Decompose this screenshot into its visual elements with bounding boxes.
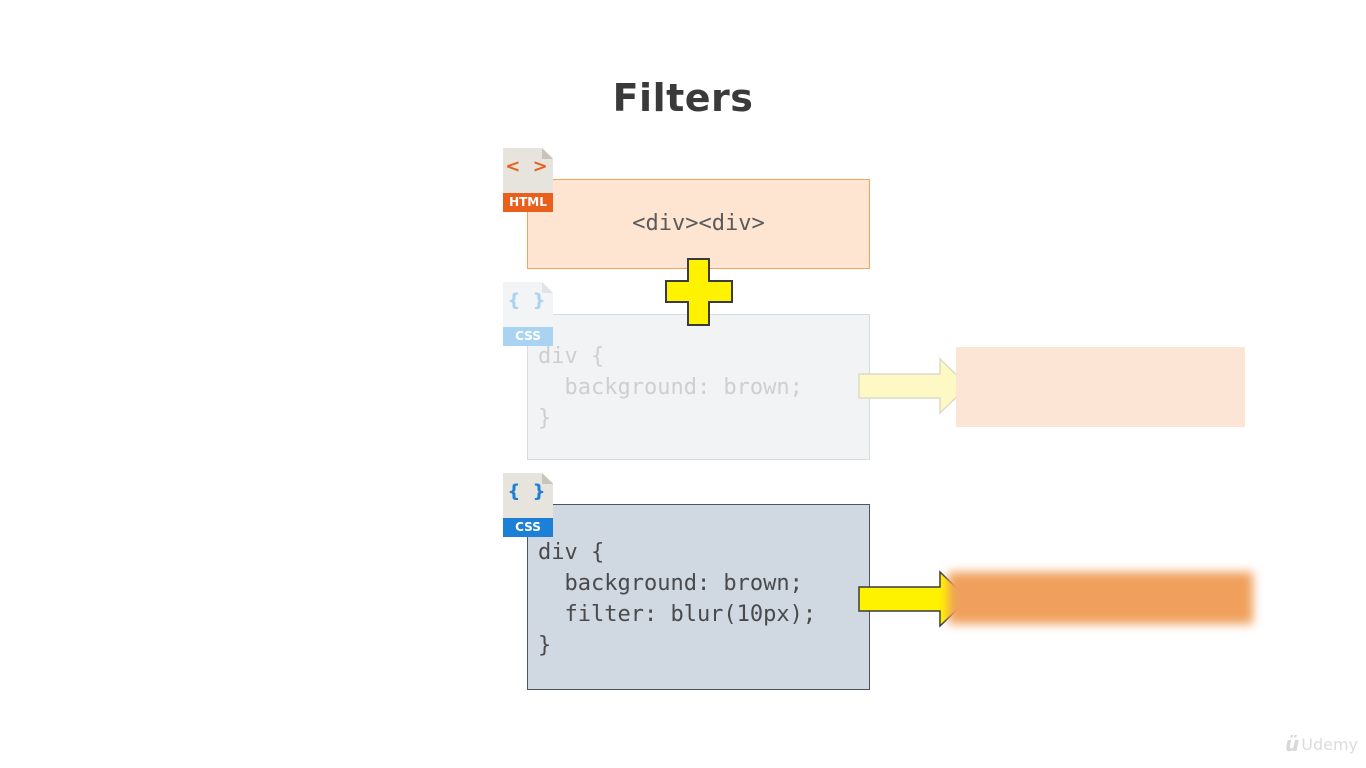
css-file-icon-faded: { } CSS [503,282,553,346]
result-preview-blurred [948,572,1253,624]
html-file-tag: HTML [503,193,553,212]
result-preview-faded [956,347,1245,427]
arrow-right-icon-faded [858,357,970,415]
watermark-text: Udemy [1301,734,1358,754]
html-file-icon: < > HTML [503,148,553,212]
css-file-tag-faded: CSS [503,327,553,346]
html-code-box: <div><div> [527,179,870,269]
html-file-glyph: < > [505,156,551,177]
css-code-box-faded: div { background: brown; } [527,314,870,460]
slide-title: Filters [612,76,754,120]
udemy-logo-icon: ü [1284,732,1300,756]
css-file-tag-active: CSS [503,518,553,537]
css-file-icon-active: { } CSS [503,473,553,537]
plus-icon [665,258,733,326]
css-file-glyph-faded: { } [507,290,549,311]
css-file-glyph-active: { } [507,481,549,502]
udemy-watermark: ü Udemy [1285,732,1358,756]
css-code-box-active: div { background: brown; filter: blur(10… [527,504,870,690]
